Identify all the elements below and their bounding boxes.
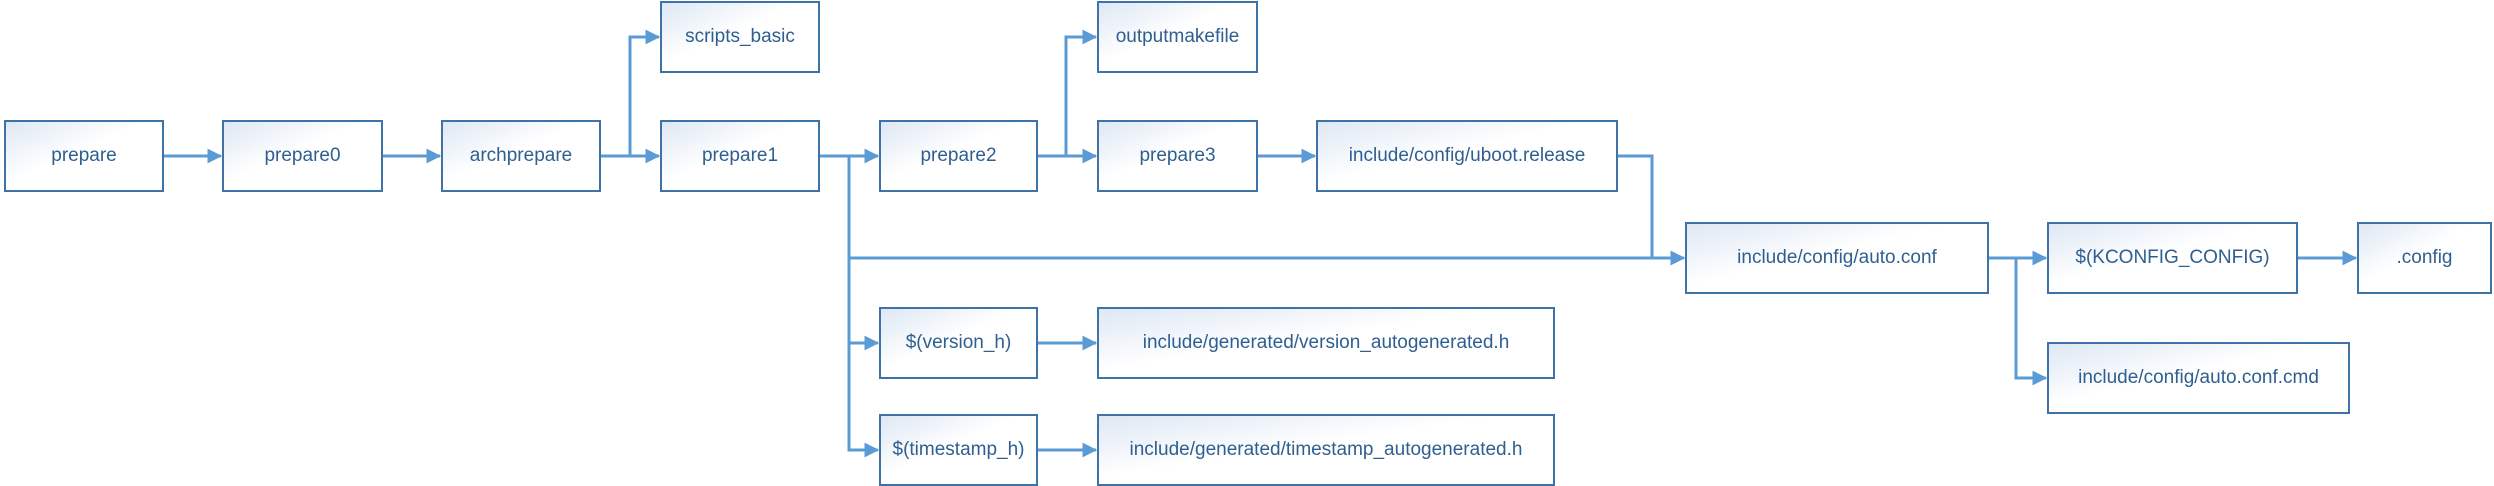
node-label-uboot-release: include/config/uboot.release bbox=[1349, 145, 1586, 166]
node-outputmakefile: outputmakefile bbox=[1097, 1, 1258, 73]
node-prepare: prepare bbox=[4, 120, 164, 192]
edges bbox=[163, 29, 2358, 458]
node-label-prepare0: prepare0 bbox=[264, 145, 340, 166]
edge-prepare1-version-h bbox=[847, 258, 880, 351]
node-label-auto-conf-cmd: include/config/auto.conf.cmd bbox=[2078, 367, 2319, 388]
node-label-auto-conf: include/config/auto.conf bbox=[1737, 247, 1937, 268]
edge-prepare1-timestamp-h bbox=[847, 343, 880, 458]
node-auto-conf-cmd: include/config/auto.conf.cmd bbox=[2047, 342, 2350, 414]
node-label-scripts-basic: scripts_basic bbox=[685, 26, 795, 47]
node-label-archprepare: archprepare bbox=[470, 145, 572, 166]
node-prepare0: prepare0 bbox=[222, 120, 383, 192]
node-version-h: $(version_h) bbox=[879, 307, 1038, 379]
node-timestamp-h: $(timestamp_h) bbox=[879, 414, 1038, 486]
node-archprepare: archprepare bbox=[441, 120, 601, 192]
node-label-prepare1: prepare1 bbox=[702, 145, 778, 166]
node-timestamp-autogen: include/generated/timestamp_autogenerate… bbox=[1097, 414, 1555, 486]
node-label-kconfig-config: $(KCONFIG_CONFIG) bbox=[2075, 247, 2269, 268]
node-label-timestamp-autogen: include/generated/timestamp_autogenerate… bbox=[1130, 439, 1523, 460]
node-auto-conf: include/config/auto.conf bbox=[1685, 222, 1989, 294]
edge-archprepare-scripts-basic bbox=[628, 29, 661, 156]
edge-prepare2-outputmakefile bbox=[1064, 29, 1098, 156]
node-dot-config: .config bbox=[2357, 222, 2492, 294]
node-label-timestamp-h: $(timestamp_h) bbox=[893, 439, 1025, 460]
node-kconfig-config: $(KCONFIG_CONFIG) bbox=[2047, 222, 2298, 294]
node-scripts-basic: scripts_basic bbox=[660, 1, 820, 73]
node-prepare1: prepare1 bbox=[660, 120, 820, 192]
node-label-dot-config: .config bbox=[2397, 247, 2453, 268]
edge-uboot-release-auto-conf bbox=[1617, 154, 1686, 266]
edge-auto-conf-auto-conf-cmd bbox=[2014, 258, 2048, 386]
node-label-prepare2: prepare2 bbox=[920, 145, 996, 166]
node-uboot-release: include/config/uboot.release bbox=[1316, 120, 1618, 192]
node-label-outputmakefile: outputmakefile bbox=[1116, 26, 1240, 47]
node-label-version-autogen: include/generated/version_autogenerated.… bbox=[1143, 332, 1510, 353]
node-version-autogen: include/generated/version_autogenerated.… bbox=[1097, 307, 1555, 379]
node-label-version-h: $(version_h) bbox=[906, 332, 1012, 353]
node-prepare2: prepare2 bbox=[879, 120, 1038, 192]
node-prepare3: prepare3 bbox=[1097, 120, 1258, 192]
node-label-prepare: prepare bbox=[51, 145, 117, 166]
node-label-prepare3: prepare3 bbox=[1139, 145, 1215, 166]
